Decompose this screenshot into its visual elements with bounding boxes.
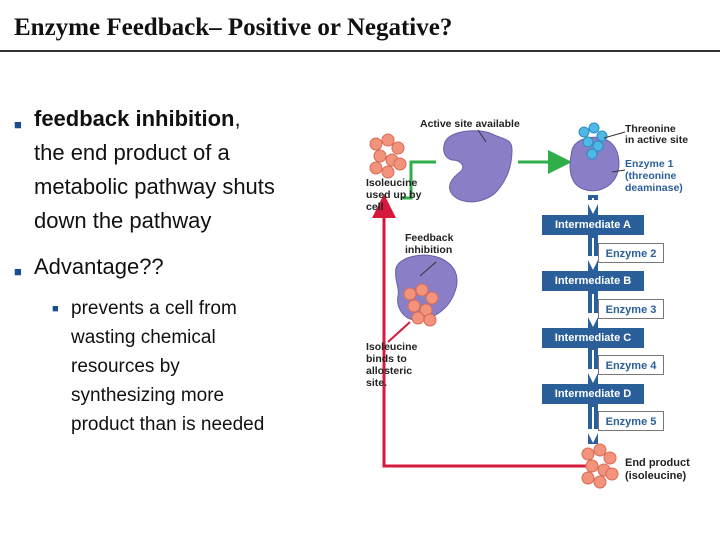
bullet-1-line-2: the end product of a (34, 140, 230, 165)
bullet-square-icon: ■ (14, 117, 22, 132)
bullet-1-comma: , (234, 106, 241, 131)
enzyme-active-shape (443, 130, 513, 203)
sub-bullet-square-icon: ■ (52, 303, 59, 315)
sub-bullet-line-3: resources by (71, 356, 180, 377)
enzyme-5-box: Enzyme 5 (598, 411, 664, 431)
label-threonine-line-1: Threonine (625, 123, 676, 135)
page-title: Enzyme Feedback– Positive or Negative? (14, 14, 453, 41)
label-enzyme-1-line-1: Enzyme 1 (625, 158, 674, 170)
callout-threonine (603, 131, 626, 139)
label-enzyme-1-line-2: (threonine (625, 170, 677, 182)
enzyme-3-box: Enzyme 3 (598, 299, 664, 319)
enzyme-4-box: Enzyme 4 (598, 355, 664, 375)
intermediate-b-box: Intermediate B (542, 271, 644, 291)
label-feedback-line-1: Feedback (405, 232, 454, 244)
label-enzyme-1-line-3: deaminase) (625, 182, 683, 194)
red-feedback-arrow (372, 194, 593, 468)
green-arrow-to-enzyme (401, 160, 436, 200)
sub-bullet-line-5: product than is needed (71, 414, 265, 435)
label-isoleucine-used-line-1: Isoleucine (366, 177, 418, 189)
threonine-cluster (578, 122, 608, 160)
label-isoleucine-binds-line-4: site. (366, 377, 388, 389)
isoleucine-cluster-top (369, 133, 407, 179)
bullet-1-line-1: feedback inhibition, (34, 106, 241, 132)
label-feedback-line-2: inhibition (405, 244, 453, 256)
bullet-1-bold-term: feedback inhibition (34, 106, 235, 131)
isoleucine-cluster-bound (403, 283, 439, 327)
label-isoleucine-used-line-2: used up by (366, 189, 422, 201)
sub-bullet-line-4: synthesizing more (71, 385, 225, 406)
label-threonine-line-2: in active site (625, 134, 689, 146)
label-end-product-line-2: (isoleucine) (625, 470, 687, 482)
callout-enzyme-1 (611, 169, 626, 173)
bullet-1-line-4: down the pathway (34, 208, 212, 233)
label-active-site-available: Active site available (420, 118, 520, 130)
intermediate-d-box: Intermediate D (542, 384, 644, 404)
red-arrow-to-binds-label (387, 321, 411, 343)
label-isoleucine-binds-line-1: Isoleucine (366, 341, 418, 353)
sub-bullet-line-2: wasting chemical (71, 327, 216, 348)
bullet-square-icon: ■ (14, 264, 22, 279)
label-isoleucine-binds-line-2: binds to (366, 353, 407, 365)
intermediate-c-box: Intermediate C (542, 328, 644, 348)
isoleucine-cluster-end (581, 443, 619, 489)
label-isoleucine-used-line-3: cell (366, 201, 384, 213)
title-divider (0, 50, 720, 52)
label-end-product-line-1: End product (625, 457, 690, 469)
callout-active-site (477, 129, 487, 143)
bullet-2-text: Advantage?? (34, 254, 164, 279)
label-isoleucine-binds-line-3: allosteric (366, 365, 413, 377)
bullet-1-line-3: metabolic pathway shuts (34, 174, 275, 199)
callout-feedback (419, 261, 437, 277)
sub-bullet-line-1: prevents a cell from (71, 298, 237, 319)
enzyme-2-box: Enzyme 2 (598, 243, 664, 263)
intermediate-a-box: Intermediate A (542, 215, 644, 235)
